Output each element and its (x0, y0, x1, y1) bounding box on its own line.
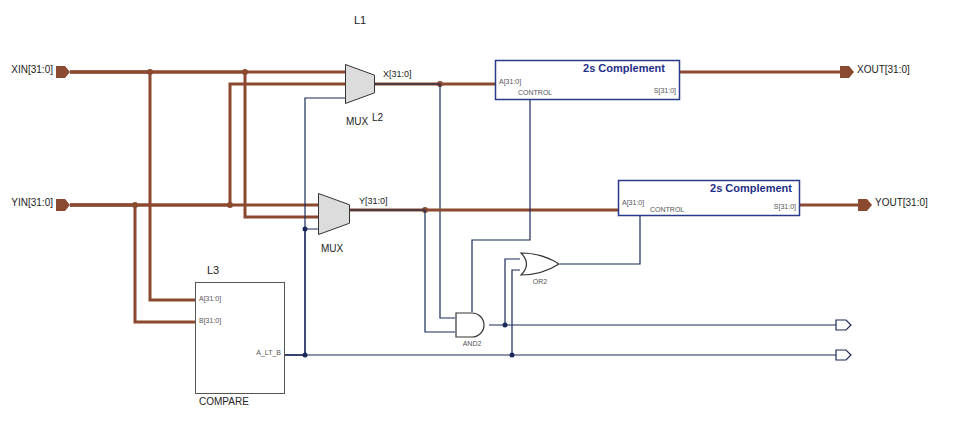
input-port-outline (56, 66, 70, 78)
multiplexer-outline (318, 193, 350, 235)
block-label: OR2 (533, 278, 547, 286)
output-port-symbol (836, 350, 851, 360)
block-name: L3 (207, 264, 219, 277)
block-label: XIN[31:0] (11, 64, 53, 76)
port-symbol (56, 66, 70, 78)
bus-wire (800, 204, 858, 207)
or-gate-outline (520, 252, 560, 276)
bus-junctions (132, 69, 443, 213)
pin-name: CONTROL (650, 206, 684, 214)
pin-name: A[31:0] (199, 295, 221, 303)
block-name: L2 (372, 112, 383, 124)
input-port-outline (56, 199, 70, 211)
and-gate: AND2 (455, 312, 489, 338)
signal-name: Y[31:0] (358, 196, 389, 206)
gate-symbol (521, 253, 559, 275)
signal-name: X[31:0] (382, 69, 413, 79)
block-name: L1 (354, 14, 366, 27)
wire-junctions (303, 227, 515, 358)
bus-wire (70, 84, 345, 205)
pin-name: S[31:0] (654, 87, 676, 95)
output-port-outline (840, 66, 854, 78)
signal-wire (285, 229, 318, 355)
bus-wire (70, 205, 195, 322)
block-label: XOUT[31:0] (857, 64, 910, 76)
mux-symbol (319, 194, 350, 235)
block-label: YOUT[31:0] (875, 197, 928, 209)
pin-name: CONTROL (518, 89, 552, 97)
multiplexer-outline (345, 64, 375, 104)
output-port-symbol (836, 320, 851, 330)
mux-symbol (346, 65, 375, 104)
block-outline (196, 283, 285, 394)
complement-block: 2s Complement (618, 180, 800, 216)
pin-name: A[31:0] (499, 78, 521, 86)
pin-name: A[31:0] (622, 199, 644, 207)
output-port-outline (858, 199, 872, 211)
gate-symbol (456, 313, 484, 337)
block-label: MUX (321, 243, 343, 255)
input-port: YIN[31:0] (56, 199, 70, 211)
output-wire (512, 354, 836, 355)
block-outline (496, 61, 680, 100)
signal-wire (285, 270, 520, 355)
block-label: MUX (346, 116, 368, 128)
bus-wire (70, 72, 195, 300)
multiplexer: MUX (318, 193, 350, 235)
block-label: COMPARE (199, 396, 249, 408)
block-label: 2s Complement (583, 62, 665, 75)
block-label: AND2 (463, 340, 482, 348)
pin-name: S[31:0] (774, 203, 796, 211)
port-symbol (858, 199, 872, 211)
block-outline (619, 181, 800, 216)
block-label: YIN[31:0] (11, 197, 53, 209)
or-gate: OR2 (520, 252, 560, 276)
pin-name: A_LT_B (256, 349, 281, 357)
output-port: XOUT[31:0] (840, 66, 854, 78)
signal-wire (489, 259, 520, 325)
port-symbol (840, 66, 854, 78)
block-label: 2s Complement (710, 182, 792, 195)
input-port: XIN[31:0] (56, 66, 70, 78)
signal-wire (560, 216, 640, 264)
output-wire (505, 324, 836, 325)
connector-group (70, 72, 858, 355)
bus-wire (680, 71, 840, 74)
signal-wire (472, 100, 530, 312)
multiplexer: L1MUX (345, 64, 375, 104)
pin-name: B[31:0] (199, 317, 221, 325)
output-port: YOUT[31:0] (858, 199, 872, 211)
signal-wire (350, 210, 455, 332)
and-gate-outline (455, 312, 489, 338)
port-symbol (56, 199, 70, 211)
bus-wire (70, 72, 318, 217)
